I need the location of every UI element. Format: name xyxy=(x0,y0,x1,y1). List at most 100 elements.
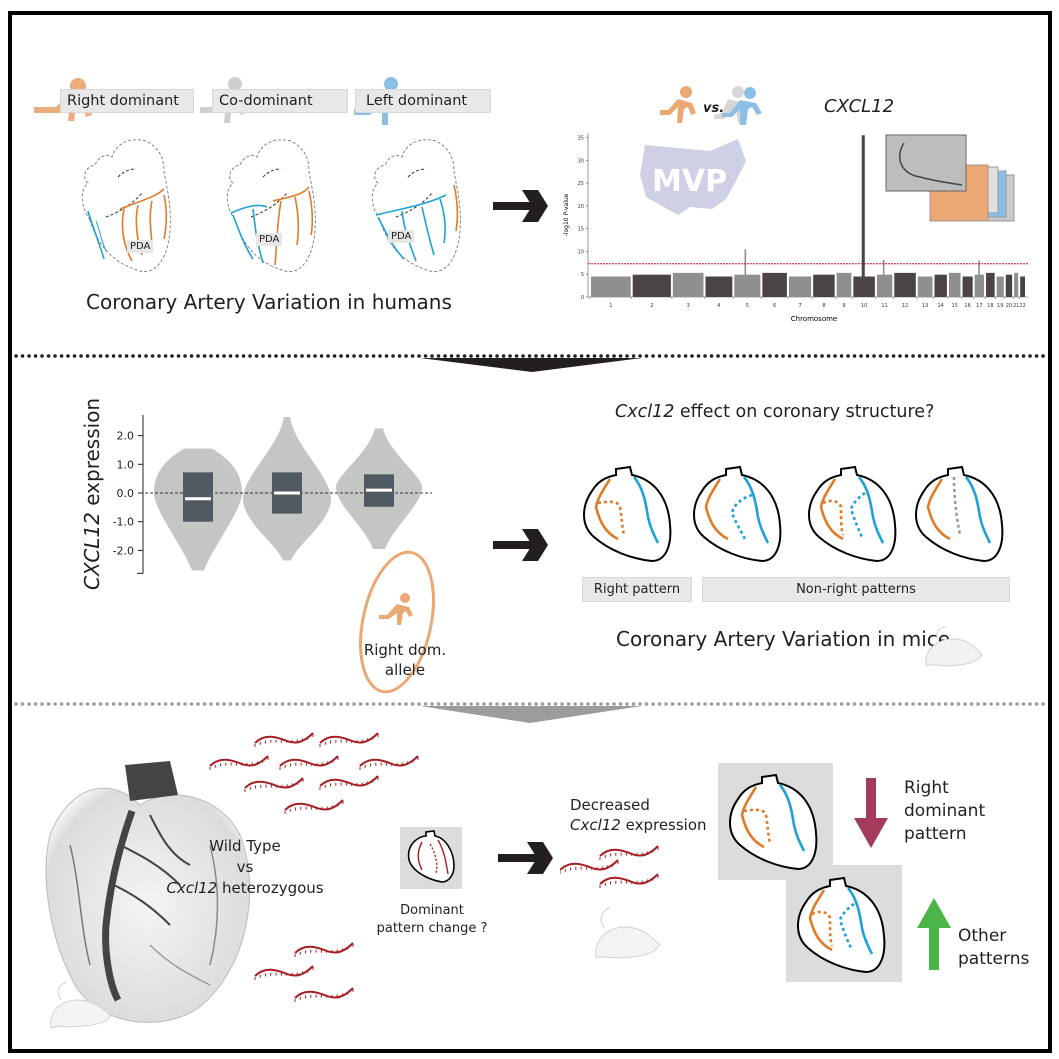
chromosome-block-4 xyxy=(705,276,733,297)
pattern-change-line2: pattern change ? xyxy=(376,921,488,936)
chromosome-block-8 xyxy=(813,274,835,297)
section-divider-1 xyxy=(14,354,1048,372)
manhattan-y-tick-label: 20 xyxy=(578,204,584,210)
decreased-expression-label: Decreased Cxcl12 expression xyxy=(570,795,707,835)
other-line1: Other xyxy=(958,926,1007,946)
chromosome-tick-label: 9 xyxy=(842,303,845,309)
violin-y-tick-label: 1.0 xyxy=(117,458,135,471)
wild-type-label: Wild Type xyxy=(209,837,281,855)
chromosome-tick-label: 22 xyxy=(1019,303,1025,309)
heterozygous-gene: Cxcl12 xyxy=(166,879,218,897)
right-dom-line1: Right xyxy=(904,778,949,798)
chromosome-block-5 xyxy=(734,274,761,297)
peak-chr5 xyxy=(744,249,747,297)
vs-label: vs. xyxy=(703,101,725,116)
mouse-heart-vasculature-image xyxy=(45,761,251,1023)
manhattan-y-tick-label: 30 xyxy=(578,158,584,164)
other-patterns-result-label: Other patterns xyxy=(958,925,1029,971)
allele-label-line1: Right dom. xyxy=(363,641,447,659)
chromosome-block-21 xyxy=(1014,272,1019,297)
heart-left-dominant xyxy=(371,139,461,273)
chromosome-tick-label: 16 xyxy=(964,303,970,309)
mouse-icon xyxy=(925,626,983,667)
manhattan-y-tick-label: 10 xyxy=(578,249,584,255)
arrow-right-icon xyxy=(493,529,548,561)
chromosome-tick-label: 4 xyxy=(717,303,720,309)
chromosome-tick-label: 10 xyxy=(861,303,867,309)
median-TT xyxy=(185,497,211,501)
chromosome-block-2 xyxy=(632,274,671,297)
down-arrow-icon xyxy=(854,778,888,848)
chromosome-tick-label: 5 xyxy=(746,303,749,309)
mrna-strand-icon xyxy=(244,777,304,792)
down-triangle-icon xyxy=(420,706,642,723)
mrna-strand-icon xyxy=(319,732,379,747)
question-gene: Cxcl12 xyxy=(615,402,675,422)
up-arrow-icon xyxy=(917,898,951,970)
allele-label: Right dom. allele xyxy=(348,640,462,680)
decreased-line1: Decreased xyxy=(570,796,650,814)
chromosome-block-1 xyxy=(591,276,631,297)
cxcl12-question: Cxcl12 effect on coronary structure? xyxy=(615,402,934,422)
gene-label-cxcl12: CXCL12 xyxy=(824,96,895,117)
chromosome-tick-label: 6 xyxy=(773,303,776,309)
allele-highlight-ellipse xyxy=(359,550,435,694)
decreased-gene: Cxcl12 xyxy=(570,816,621,834)
chromosome-tick-label: 7 xyxy=(798,303,801,309)
mrna-strands xyxy=(209,732,419,1002)
chromosome-block-3 xyxy=(672,272,704,297)
chromosome-tick-label: 1 xyxy=(609,303,612,309)
chromosome-tick-label: 3 xyxy=(687,303,690,309)
pattern-change-label: Dominant pattern change ? xyxy=(372,902,492,938)
angiogram-stack-icon xyxy=(885,134,1015,222)
mrna-strand-icon xyxy=(254,732,314,747)
question-rest: effect on coronary structure? xyxy=(674,402,935,422)
box-TT xyxy=(183,472,213,522)
chromosome-tick-label: 11 xyxy=(881,303,887,309)
chromosome-block-18 xyxy=(986,272,995,297)
chromosome-block-11 xyxy=(876,274,893,297)
peak-chr11 xyxy=(882,259,885,297)
runner-blue-icon xyxy=(722,87,762,125)
vs-label: vs xyxy=(236,858,254,876)
result-heart-other-pattern xyxy=(797,876,886,974)
left-dominant-label: Left dominant xyxy=(355,89,491,113)
arrow-right-icon xyxy=(493,190,548,222)
mvp-logo-text: MVP xyxy=(652,164,727,199)
mrna-strand-icon xyxy=(294,942,354,957)
chromosome-block-22 xyxy=(1020,276,1025,297)
chromosome-block-7 xyxy=(788,276,812,297)
human-variation-caption: Coronary Artery Variation in humans xyxy=(86,290,452,314)
mouse-icon xyxy=(50,981,112,1029)
mouse-heart-nonright-3 xyxy=(915,466,1004,562)
mrna-strand-icon xyxy=(254,965,314,980)
mrna-strand-icon xyxy=(359,755,419,770)
pda-label-right: PDA xyxy=(127,240,154,253)
heart-co-dominant xyxy=(226,139,316,273)
arrow-right-icon xyxy=(498,842,553,874)
median-GG xyxy=(366,488,392,492)
mouse-heart-nonright-2 xyxy=(808,466,897,562)
genotype-comparison: Wild Type vs Cxcl12 heterozygous xyxy=(160,836,330,899)
down-triangle-icon xyxy=(420,358,642,372)
chromosome-block-16 xyxy=(962,276,973,297)
violin-plot: 2.01.00.0-1.0-2.0TTTGGG xyxy=(113,415,432,574)
manhattan-xlabel: Chromosome xyxy=(791,315,838,323)
mouse-variation-caption: Coronary Artery Variation in mice xyxy=(616,627,951,651)
chromosome-tick-label: 20 xyxy=(1006,303,1012,309)
right-dominant-result-label: Right dominant pattern xyxy=(904,777,985,846)
chromosome-block-14 xyxy=(934,274,947,297)
decreased-rest: expression xyxy=(620,816,707,834)
right-pattern-label: Right pattern xyxy=(582,577,692,602)
human-hearts xyxy=(81,139,461,273)
violin-y-tick-label: 0.0 xyxy=(117,487,135,500)
heterozygous-label: Cxcl12 heterozygous xyxy=(160,878,330,899)
violin-y-tick-label: -1.0 xyxy=(113,516,134,529)
right-dom-line2: dominant xyxy=(904,801,986,821)
mouse-heart-right-pattern xyxy=(583,466,672,562)
comparison-runners xyxy=(660,86,762,125)
allele-label-line2: allele xyxy=(384,661,426,679)
peak-chr17 xyxy=(978,260,980,297)
peak-chr10 xyxy=(861,135,865,297)
